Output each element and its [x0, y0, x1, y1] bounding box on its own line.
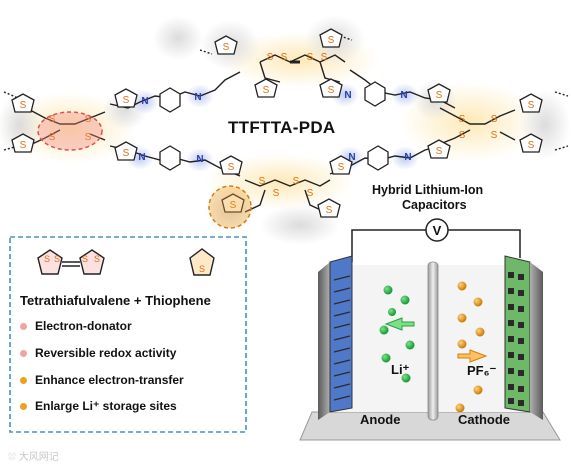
atom-s: S — [223, 42, 230, 53]
atom-n: N — [194, 92, 201, 103]
voltmeter-icon — [425, 218, 449, 242]
atom-s: S — [528, 140, 535, 151]
atom-s: S — [307, 188, 314, 199]
pink-dot-icon — [20, 322, 27, 330]
atom-s: S — [528, 100, 535, 111]
atom-n: N — [344, 90, 351, 101]
atom-s: S — [199, 264, 205, 274]
anode-layers — [333, 275, 351, 401]
nitrogen-atoms: N N N N N N N N — [138, 90, 411, 165]
legend-item-label: Reversible redox activity — [35, 346, 177, 360]
atom-n: N — [348, 152, 355, 163]
cathode-particles — [508, 272, 524, 406]
orange-dot-icon — [20, 376, 27, 384]
legend-item: Enhance electron-transfer — [20, 373, 184, 387]
atom-s: S — [85, 114, 92, 125]
thiophene-structure-icon — [189, 248, 215, 276]
anode-side — [318, 262, 330, 420]
atom-s: S — [328, 85, 335, 96]
atom-s: S — [263, 85, 270, 96]
atom-s: S — [267, 52, 274, 63]
atom-s: S — [228, 162, 235, 173]
atom-s: S — [230, 200, 237, 211]
legend-item-label: Enhance electron-transfer — [35, 373, 184, 387]
atom-s: S — [293, 176, 300, 187]
pink-dot-icon — [20, 349, 27, 357]
atom-s: S — [307, 52, 314, 63]
atom-s: S — [326, 205, 333, 216]
cathode-side — [530, 262, 543, 420]
atom-n: N — [400, 90, 407, 101]
atom-s: S — [281, 52, 288, 63]
anode-label: Anode — [360, 412, 401, 427]
atom-s: S — [20, 100, 27, 111]
cathode-label: Cathode — [458, 412, 510, 427]
separator — [427, 261, 439, 421]
device-caption-line2: Capacitors — [402, 198, 467, 212]
atom-s: S — [49, 114, 56, 125]
atom-s: S — [44, 254, 50, 264]
atom-s: S — [436, 146, 443, 157]
sulfur-atoms: S S S S S S S S S S S S S S S S S S S S … — [20, 35, 535, 216]
atom-s: S — [20, 140, 27, 151]
pf6-ion-label: PF₆⁻ — [467, 363, 497, 378]
lithium-ion-label: Li⁺ — [391, 362, 410, 377]
external-circuit — [351, 229, 521, 262]
legend-item: Reversible redox activity — [20, 346, 176, 360]
atom-n: N — [404, 152, 411, 163]
atom-s: S — [459, 130, 466, 141]
pf6-migration-arrow — [457, 349, 488, 363]
legend-item-label: Electron-donator — [35, 319, 132, 333]
li-migration-arrow — [384, 317, 415, 331]
thiophene-highlight — [208, 185, 252, 229]
legend-item-label: Enlarge Li⁺ storage sites — [35, 399, 177, 413]
atom-s: S — [459, 114, 466, 125]
atom-s: S — [85, 132, 92, 143]
benzene-rings — [159, 81, 389, 171]
atom-s: S — [54, 254, 60, 264]
atom-s: S — [259, 176, 266, 187]
legend-item: Electron-donator — [20, 319, 132, 333]
watermark: ⛆ 大风网记 — [8, 452, 59, 463]
atom-n: N — [138, 152, 145, 163]
thiophene-rings — [11, 28, 543, 218]
lithium-ions — [379, 285, 415, 383]
voltmeter-label: V — [433, 223, 442, 238]
atom-n: N — [196, 154, 203, 165]
atom-s: S — [491, 114, 498, 125]
atom-s: S — [123, 148, 130, 159]
molecule-label: TTFTTA-PDA — [228, 118, 336, 137]
legend-title: Tetrathiafulvalene + Thiophene — [20, 293, 211, 308]
atom-s: S — [436, 90, 443, 101]
pf6-ions — [455, 281, 485, 413]
atom-s: S — [94, 254, 100, 264]
atom-s: S — [491, 130, 498, 141]
atom-s: S — [82, 254, 88, 264]
atom-s: S — [338, 162, 345, 173]
atom-s: S — [273, 188, 280, 199]
device-caption-line1: Hybrid Lithium-Ion — [372, 183, 484, 197]
ttf-structure-icon — [37, 249, 105, 275]
atom-s: S — [321, 52, 328, 63]
ttf-highlight — [37, 111, 103, 151]
atom-n: N — [141, 96, 148, 107]
atom-s: S — [328, 35, 335, 46]
atom-s: S — [123, 95, 130, 106]
legend-item: Enlarge Li⁺ storage sites — [20, 399, 177, 413]
anode-plate — [329, 255, 353, 413]
legend-box — [9, 236, 247, 433]
atom-s: S — [49, 132, 56, 143]
orange-dot-icon — [20, 402, 27, 410]
